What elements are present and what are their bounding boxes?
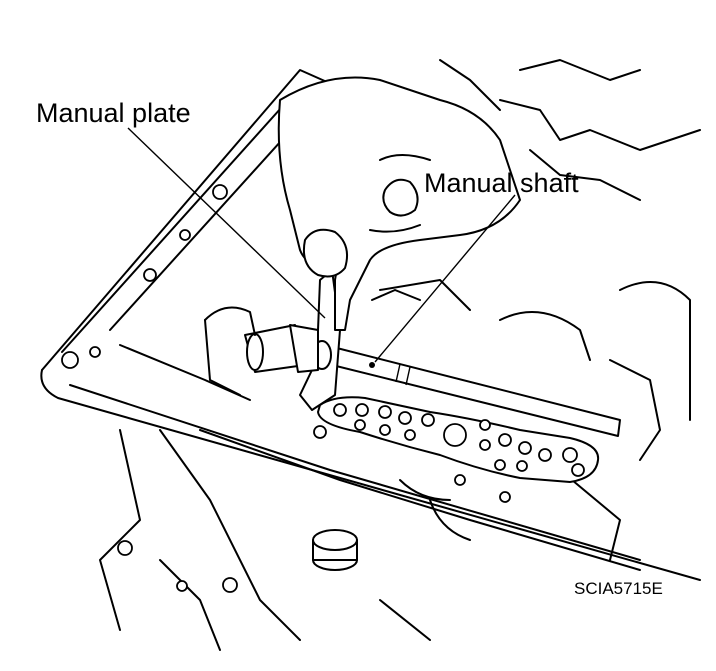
drain-plug bbox=[312, 529, 358, 571]
figure-code: SCIA5715E bbox=[574, 579, 663, 598]
transmission-case bbox=[40, 69, 701, 651]
manual-plate-label: Manual plate bbox=[36, 98, 191, 128]
flange-bolt-holes bbox=[61, 184, 511, 593]
shaft-stub bbox=[204, 306, 319, 396]
manual-plate-leader bbox=[127, 127, 326, 319]
leader-lines bbox=[127, 127, 516, 363]
manual-shaft-label: Manual shaft bbox=[424, 168, 579, 198]
hand bbox=[277, 59, 641, 331]
manual-shaft-leader bbox=[374, 194, 516, 363]
separator-plate bbox=[317, 396, 600, 483]
